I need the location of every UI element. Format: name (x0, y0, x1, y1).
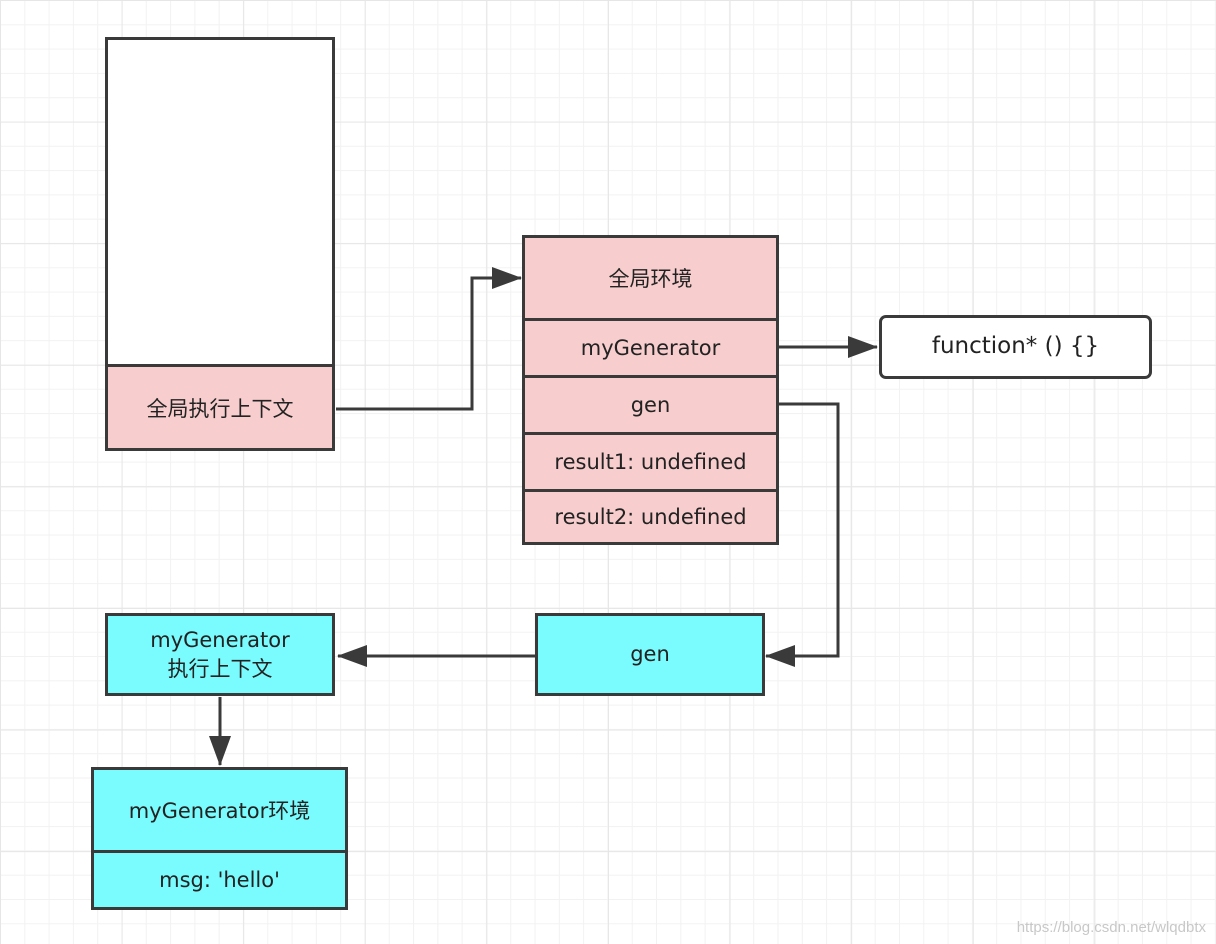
global-environment-title: 全局环境 (525, 238, 776, 321)
env-row-label: msg: 'hello' (159, 868, 280, 892)
env-row-label: result2: undefined (554, 505, 747, 529)
gen-object-label: gen (630, 642, 670, 667)
call-stack-empty-area (108, 40, 332, 367)
call-stack: 全局执行上下文 (105, 37, 335, 451)
env-row-result2: result2: undefined (525, 492, 776, 542)
gen-object: gen (535, 613, 765, 696)
generator-env-row-msg: msg: 'hello' (94, 853, 345, 907)
watermark: https://blog.csdn.net/wlqdbtx (1016, 919, 1206, 936)
generator-context-line2: 执行上下文 (167, 656, 273, 681)
env-row-label: gen (630, 393, 671, 417)
generator-environment-title-text: myGenerator环境 (128, 799, 311, 823)
function-object-label: function* () {} (931, 333, 1100, 360)
generator-execution-context: myGenerator 执行上下文 (105, 613, 335, 696)
env-row-label: myGenerator (580, 336, 721, 360)
global-environment: 全局环境 myGenerator gen result1: undefined … (522, 235, 779, 545)
global-environment-title-text: 全局环境 (608, 267, 693, 291)
generator-context-line1: myGenerator (150, 628, 290, 653)
env-row-result1: result1: undefined (525, 435, 776, 492)
global-execution-context: 全局执行上下文 (108, 367, 332, 448)
generator-environment: myGenerator环境 msg: 'hello' (91, 767, 348, 910)
env-row-mygenerator: myGenerator (525, 321, 776, 378)
global-execution-context-label: 全局执行上下文 (146, 396, 294, 421)
generator-environment-title: myGenerator环境 (94, 770, 345, 853)
env-row-gen: gen (525, 378, 776, 435)
function-object: function* () {} (879, 315, 1152, 379)
env-row-label: result1: undefined (554, 450, 747, 474)
arrow-gen-to-gen-object (765, 402, 840, 667)
arrow-context-to-global-env (336, 267, 522, 411)
